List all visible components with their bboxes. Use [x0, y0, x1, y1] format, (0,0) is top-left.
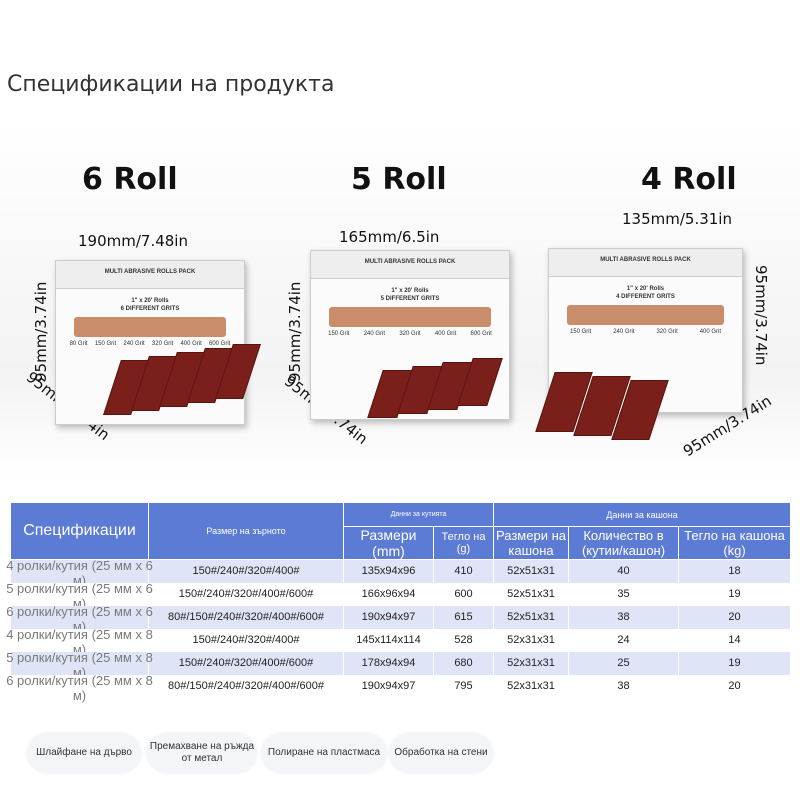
- row-quantity: 24: [568, 628, 679, 652]
- roll-5-height: 95mm/3.74in: [286, 281, 304, 382]
- row-quantity: 35: [568, 582, 679, 606]
- row-spec: 6 ролки/кутия (25 мм x 8 м): [6, 672, 153, 703]
- row-box-size: 166x96x94: [343, 582, 434, 606]
- row-box-size: 178x94x94: [343, 651, 434, 675]
- row-carton-weight: 19: [677, 651, 792, 675]
- col-carton-size: Размери на кашона: [493, 526, 569, 560]
- use-tags: Шлайфане на дърво Премахване на ръжда от…: [28, 734, 498, 772]
- row-quantity: 40: [568, 559, 679, 583]
- roll-6-title: 6 Roll: [82, 162, 178, 197]
- use-tag-metal: Премахване на ръжда от метал: [148, 734, 256, 772]
- row-carton-size: 52x31x31: [493, 628, 569, 652]
- roll-4-height: 95mm/3.74in: [752, 265, 770, 366]
- roll-6-slot: [74, 317, 226, 337]
- roll-4-width: 135mm/5.31in: [622, 210, 732, 228]
- row-box-weight: 528: [433, 628, 494, 652]
- row-box-weight: 600: [433, 582, 494, 606]
- col-carton-weight: Тегло на кашона (kg): [677, 526, 792, 560]
- row-carton-weight: 18: [677, 559, 792, 583]
- row-quantity: 38: [568, 674, 679, 698]
- table-row: 6 ролки/кутия (25 мм x 6 м) 80#/150#/240…: [6, 604, 792, 634]
- row-carton-weight: 19: [677, 582, 792, 606]
- spec-table: Спецификации Размер на зърното Данни за …: [6, 502, 792, 703]
- row-carton-weight: 14: [677, 628, 792, 652]
- roll-5-slot: [329, 307, 491, 327]
- row-quantity: 38: [568, 605, 679, 629]
- col-box-data: Данни за кутията: [343, 502, 494, 527]
- table-row: 5 ролки/кутия (25 мм x 6 м) 150#/240#/32…: [6, 581, 792, 611]
- col-box-size: Размери (mm): [343, 526, 434, 560]
- row-grit: 80#/150#/240#/320#/400#/600#: [148, 674, 344, 698]
- row-box-size: 190x94x97: [343, 674, 434, 698]
- row-box-weight: 795: [433, 674, 494, 698]
- row-box-size: 145x114x114: [343, 628, 434, 652]
- table-row: 4 ролки/кутия (25 мм x 8 м) 150#/240#/32…: [6, 627, 792, 657]
- row-grit: 150#/240#/320#/400#: [148, 628, 344, 652]
- use-tag-plastic: Полиране на пластмаса: [262, 734, 386, 772]
- page-title: Спецификации на продукта: [7, 72, 335, 97]
- row-grit: 150#/240#/320#/400#/600#: [148, 582, 344, 606]
- roll-4-slot: [567, 305, 724, 325]
- row-carton-size: 52x31x31: [493, 651, 569, 675]
- table-row: 6 ролки/кутия (25 мм x 8 м) 80#/150#/240…: [6, 673, 792, 703]
- use-tag-wood: Шлайфане на дърво: [28, 734, 140, 772]
- row-quantity: 25: [568, 651, 679, 675]
- row-grit: 150#/240#/320#/400#/600#: [148, 651, 344, 675]
- col-carton-data: Данни за кашона: [492, 502, 792, 527]
- roll-4-title: 4 Roll: [641, 162, 737, 197]
- row-carton-size: 52x51x31: [493, 559, 569, 583]
- col-quantity: Количество в (кутии/кашон): [568, 526, 679, 560]
- col-spec: Спецификации: [10, 502, 149, 560]
- row-grit: 150#/240#/320#/400#: [148, 559, 344, 583]
- row-carton-size: 52x31x31: [493, 674, 569, 698]
- row-carton-size: 52x51x31: [493, 605, 569, 629]
- roll-5-title: 5 Roll: [351, 162, 447, 197]
- row-box-size: 135x94x96: [343, 559, 434, 583]
- row-box-weight: 615: [433, 605, 494, 629]
- roll-6-width: 190mm/7.48in: [78, 232, 188, 250]
- col-box-weight: Тегло на (g): [433, 526, 494, 560]
- row-carton-size: 52x51x31: [493, 582, 569, 606]
- roll-5-width: 165mm/6.5in: [339, 228, 440, 246]
- row-box-weight: 680: [433, 651, 494, 675]
- roll-6-height: 95mm/3.74in: [32, 281, 50, 382]
- row-carton-weight: 20: [677, 674, 792, 698]
- row-grit: 80#/150#/240#/320#/400#/600#: [148, 605, 344, 629]
- row-box-size: 190x94x97: [343, 605, 434, 629]
- row-carton-weight: 20: [677, 605, 792, 629]
- product-images: 6 Roll 190mm/7.48in 95mm/3.74in 95mm/3.7…: [0, 120, 800, 480]
- col-grit: Размер на зърното: [148, 502, 344, 560]
- table-row: 4 ролки/кутия (25 мм x 6 м) 150#/240#/32…: [6, 558, 792, 588]
- table-row: 5 ролки/кутия (25 мм x 8 м) 150#/240#/32…: [6, 650, 792, 680]
- roll-5-box: MULTI ABRASIVE ROLLS PACK 1" x 20' Rolls…: [310, 250, 510, 420]
- row-box-weight: 410: [433, 559, 494, 583]
- use-tag-walls: Обработка на стени: [390, 734, 492, 772]
